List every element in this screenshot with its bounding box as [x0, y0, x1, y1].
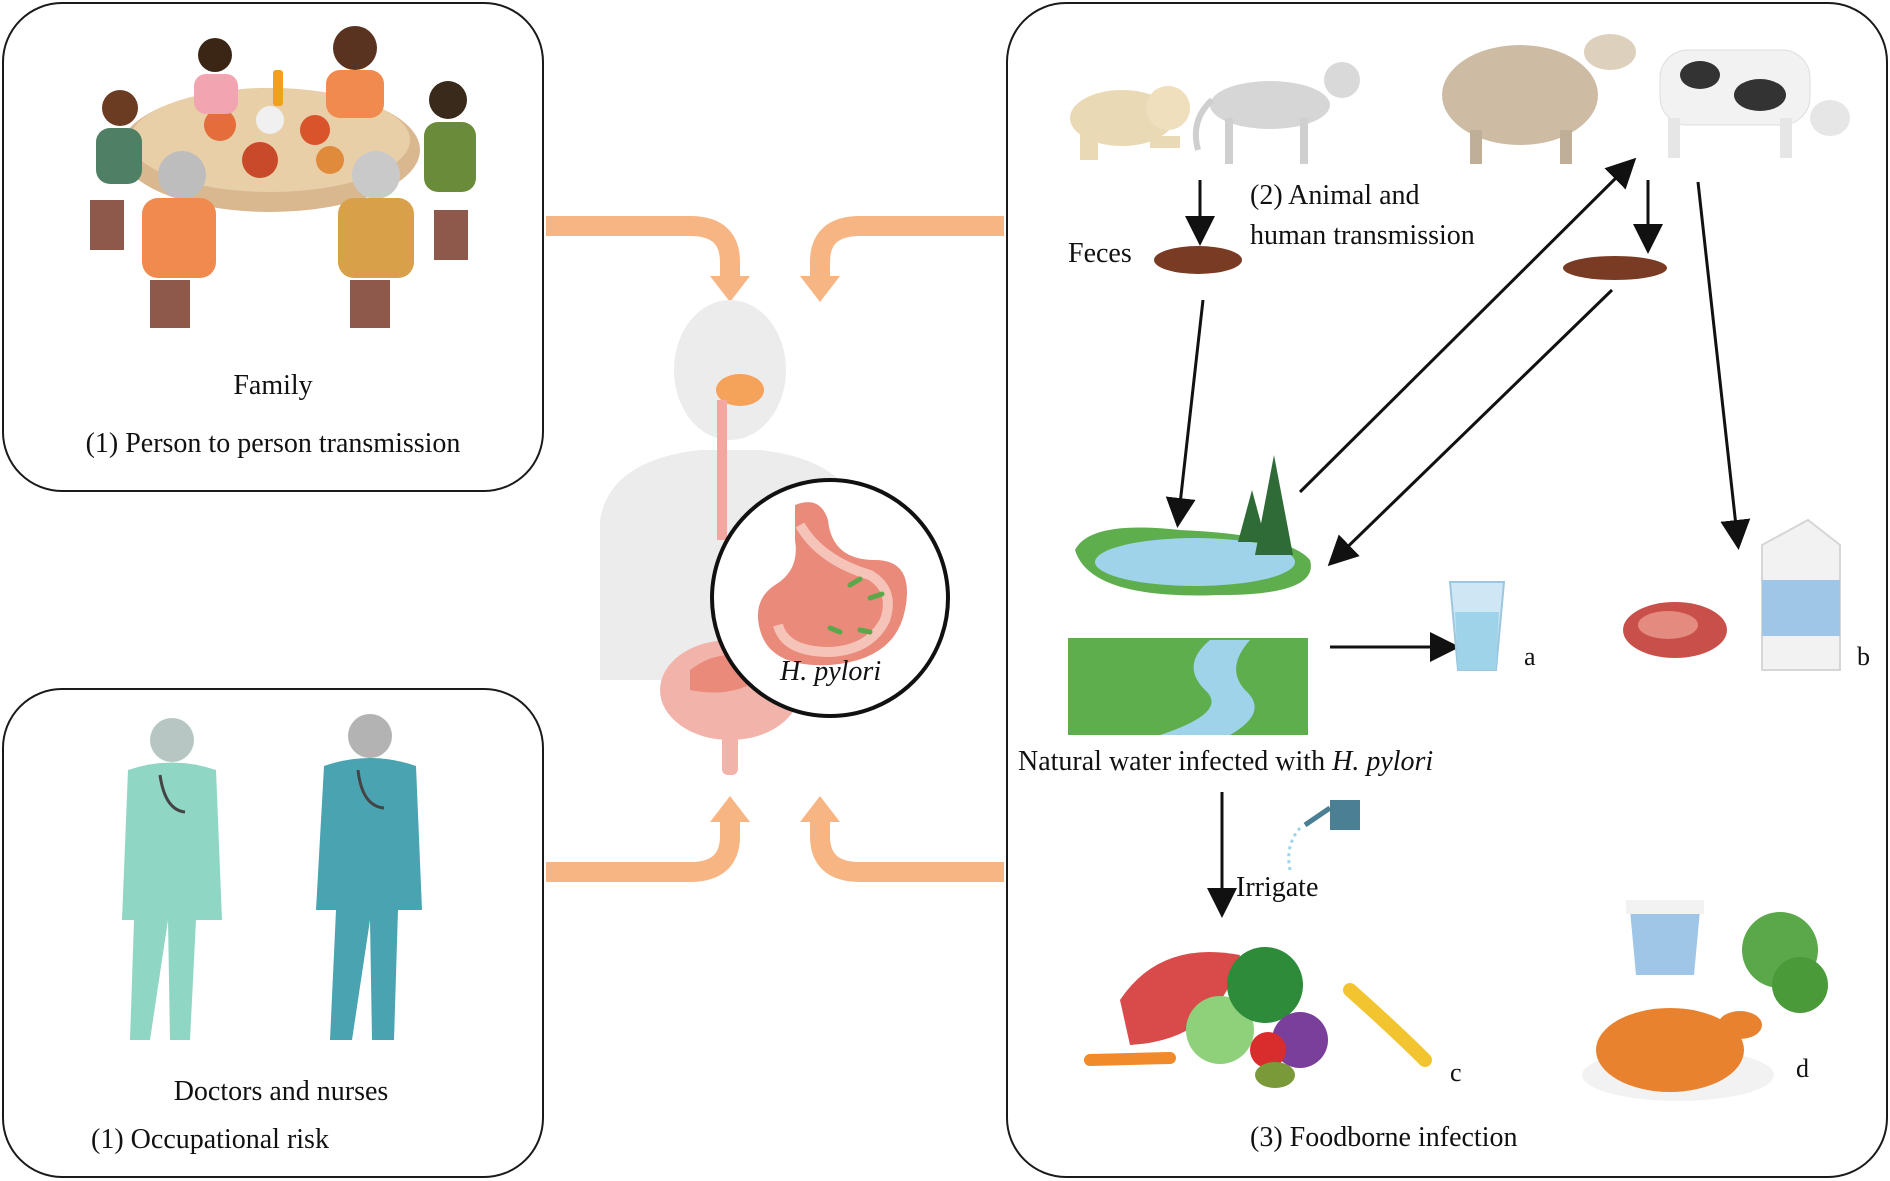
produce-illustration — [1084, 947, 1432, 1088]
marker-d: d — [1796, 1054, 1809, 1083]
watering-can-illustration — [1287, 800, 1360, 871]
transmission-arrows — [1165, 157, 1751, 918]
marker-a: a — [1524, 642, 1536, 671]
doctors-nurses-caption: Doctors and nurses — [173, 1076, 389, 1107]
cow-illustration — [1659, 49, 1850, 158]
marker-b: b — [1857, 642, 1870, 671]
river-illustration — [1068, 638, 1308, 735]
occupational-panel — [2, 688, 544, 1178]
dog-illustration — [1070, 86, 1190, 160]
orange-arrowheads — [710, 276, 840, 822]
milk-carton-illustration — [1761, 518, 1841, 671]
person-to-person-route-label: (1) Person to person transmission — [85, 428, 461, 459]
meat-illustration — [1623, 602, 1727, 658]
animal-route-label-line1: (2) Animal and — [1250, 180, 1420, 211]
natural-water-caption: Natural water infected with H. pylori — [1018, 746, 1433, 778]
marker-c: c — [1450, 1058, 1462, 1087]
lettuce-illustration — [1742, 912, 1828, 1013]
natural-water-caption-text: Natural water infected with — [1018, 746, 1333, 777]
foodborne-route-label: (3) Foodborne infection — [1250, 1122, 1518, 1153]
medical-staff-illustration — [122, 714, 422, 1040]
roast-chicken-illustration — [1582, 1008, 1774, 1101]
lake-illustration — [1075, 455, 1311, 596]
natural-water-caption-pathogen: H. pylori — [1332, 746, 1434, 777]
orange-flow-arrows — [546, 216, 1004, 882]
water-glass-illustration — [1448, 581, 1506, 671]
yogurt-illustration — [1626, 900, 1704, 975]
stomach-magnifier — [710, 478, 950, 718]
family-caption: Family — [233, 370, 313, 401]
irrigate-label: Irrigate — [1236, 872, 1319, 903]
feces-label: Feces — [1068, 238, 1132, 269]
sheep-illustration — [1442, 34, 1636, 164]
pathogen-label: H. pylori — [780, 656, 882, 687]
feces-illustration — [1154, 246, 1667, 280]
family-dinner-illustration — [90, 26, 476, 328]
occupational-risk-route-label: (1) Occupational risk — [91, 1124, 329, 1155]
animal-route-label-line2: human transmission — [1250, 220, 1475, 251]
cat-illustration — [1192, 62, 1360, 164]
